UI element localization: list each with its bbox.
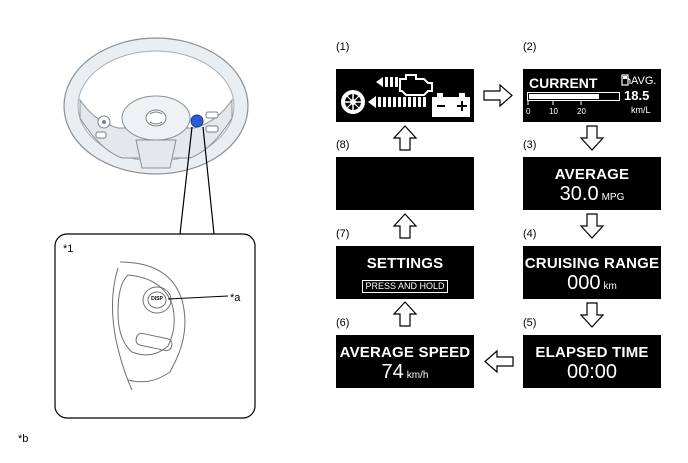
arrow-4-to-5 — [579, 302, 605, 328]
average-speed-unit: km/h — [406, 370, 429, 381]
elapsed-time-title: ELAPSED TIME — [535, 344, 649, 361]
display-screen-8 — [336, 157, 474, 210]
step-number-5: (5) — [523, 317, 537, 329]
avg-label: AVG. — [631, 75, 657, 87]
step-number-4: (4) — [523, 228, 537, 240]
disp-switch-highlight — [190, 114, 204, 128]
arrow-3-to-4 — [579, 213, 605, 239]
scale-tick-10: 10 — [549, 107, 558, 116]
arrow-7-to-8 — [392, 213, 418, 239]
arrow-5-to-6 — [484, 349, 514, 374]
average-speed-title: AVERAGE SPEED — [339, 344, 471, 361]
display-screen-5: ELAPSED TIME 00:00 — [523, 335, 661, 388]
step-number-7: (7) — [336, 228, 350, 240]
average-title: AVERAGE — [554, 166, 630, 183]
cruising-range-unit: km — [603, 281, 617, 292]
arrow-1-to-2 — [483, 83, 513, 108]
switch-panel-drawing — [111, 261, 186, 391]
elapsed-time-value: 00:00 — [566, 361, 618, 383]
scroll-left-stripes-upper — [376, 77, 398, 87]
switch-pointer — [168, 295, 229, 300]
battery-icon — [432, 93, 470, 117]
arrow-8-to-1 — [392, 125, 418, 151]
average-value: 30.0 — [559, 183, 599, 205]
fuel-pump-icon — [621, 74, 631, 86]
avg-unit: km/L — [631, 105, 651, 115]
scale-tick-20: 20 — [577, 107, 586, 116]
steering-wheel — [63, 37, 249, 175]
display-screen-2: CURRENT AVG. 18.5 km/L 0 10 20 — [523, 69, 661, 122]
current-title: CURRENT — [529, 75, 598, 91]
leader-line-left — [179, 126, 193, 235]
consumption-bar-graph — [527, 92, 620, 105]
scale-tick-0: 0 — [526, 107, 531, 116]
display-screen-7: SETTINGS PRESS AND HOLD — [336, 246, 474, 299]
arrow-6-to-7 — [392, 301, 418, 327]
tire-pressure-icon — [341, 90, 365, 114]
leader-line-right — [202, 126, 215, 235]
scroll-left-stripes-lower — [368, 96, 426, 108]
step-number-6: (6) — [336, 317, 350, 329]
average-speed-value: 74 — [381, 361, 404, 383]
consumption-bar-fill — [529, 94, 599, 99]
detail-box — [54, 233, 256, 419]
avg-value: 18.5 — [624, 88, 650, 103]
cruising-range-title: CRUISING RANGE — [524, 255, 660, 272]
settings-subtitle: PRESS AND HOLD — [362, 280, 448, 293]
display-screen-1 — [336, 69, 474, 122]
check-engine-icon — [399, 74, 433, 96]
average-unit: MPG — [601, 192, 625, 203]
arrow-2-to-3 — [579, 125, 605, 151]
step-number-8: (8) — [336, 139, 350, 151]
disp-switch-label: DISP — [151, 296, 163, 302]
switch-callout: *a — [230, 292, 241, 304]
steering-wheel-illustration — [54, 37, 256, 419]
step-number-3: (3) — [523, 139, 537, 151]
settings-title: SETTINGS — [366, 255, 444, 272]
detail-callout: *1 — [63, 243, 74, 255]
cruising-range-value: 000 — [567, 272, 601, 294]
warning-icons — [341, 74, 470, 117]
step-number-2: (2) — [523, 41, 537, 53]
step-number-1: (1) — [336, 41, 350, 53]
footnote-callout: *b — [18, 433, 29, 445]
